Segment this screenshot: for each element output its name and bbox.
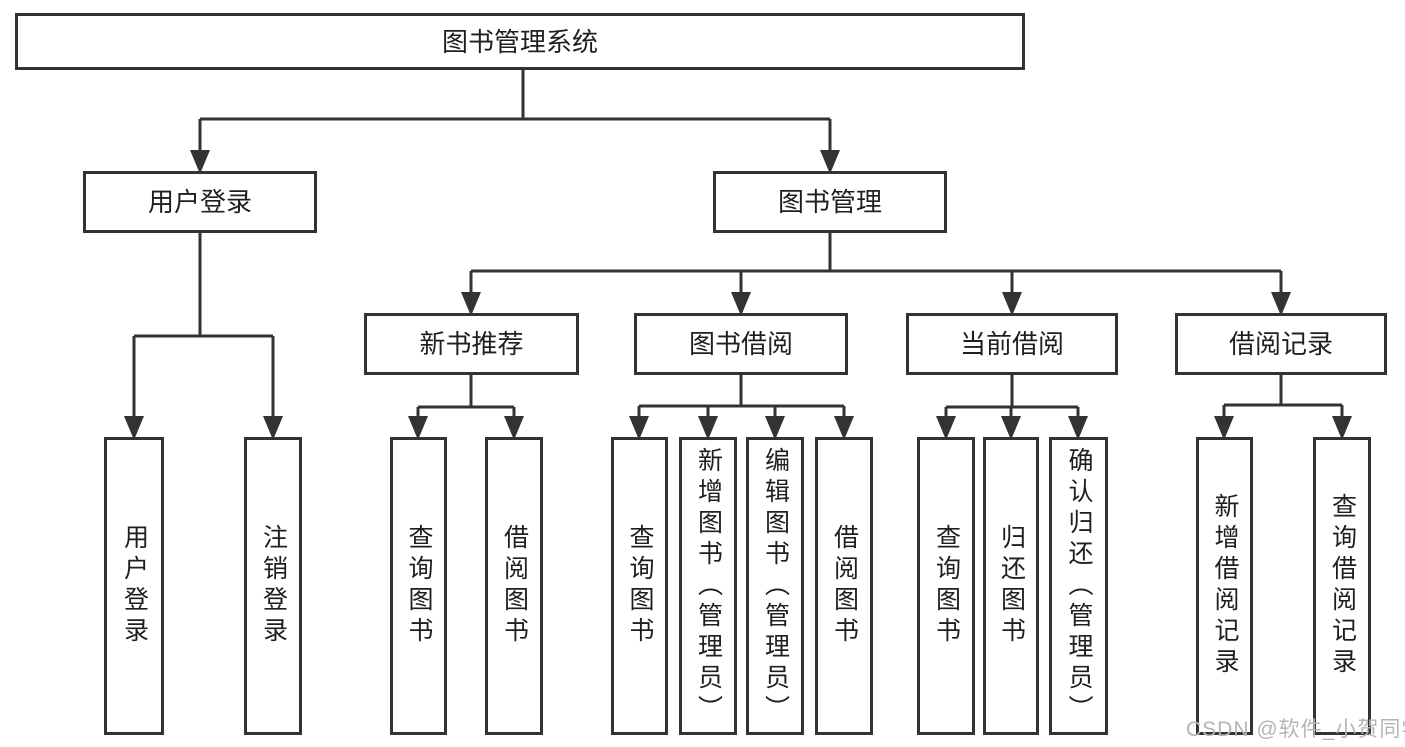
leaf-return-books-label: 归还图书 xyxy=(997,524,1026,648)
arrowhead xyxy=(1002,292,1022,316)
arrowhead xyxy=(1271,292,1291,316)
leaf-borrow-books-label: 借阅图书 xyxy=(830,524,859,648)
leaf-logout-label: 注销登录 xyxy=(259,524,288,648)
node-current-borrowing-label: 当前借阅 xyxy=(959,329,1064,359)
arrowhead xyxy=(408,416,428,440)
leaf-add-borrow-record-label: 新增借阅记录 xyxy=(1211,493,1239,679)
leaf-logout: 注销登录 xyxy=(244,437,302,735)
arrowhead xyxy=(263,416,283,440)
edge-borrowrecords-to-leaves xyxy=(1214,375,1352,440)
leaf-add-books-admin-label: 新增图书（管理员） xyxy=(694,446,723,726)
edge-userlogin-to-leaves xyxy=(124,233,283,440)
node-book-management-label: 图书管理 xyxy=(777,187,882,217)
edge-bookborrow-to-leaves xyxy=(629,375,854,440)
arrowhead xyxy=(461,292,481,316)
leaf-recommend-borrow-books: 借阅图书 xyxy=(485,437,543,735)
arrowhead xyxy=(936,416,956,440)
node-borrowing-records-label: 借阅记录 xyxy=(1228,329,1333,359)
edge-currentborrow-to-leaves xyxy=(936,375,1088,440)
arrowhead xyxy=(124,416,144,440)
arrowhead xyxy=(834,416,854,440)
node-new-book-recommendation-label: 新书推荐 xyxy=(419,329,524,359)
leaf-confirm-return-admin-label: 确认归还（管理员） xyxy=(1065,446,1093,726)
leaf-recommend-borrow-books-label: 借阅图书 xyxy=(500,524,529,648)
node-new-book-recommendation: 新书推荐 xyxy=(364,313,579,375)
arrowhead xyxy=(731,292,751,316)
arrowhead xyxy=(1068,416,1088,440)
leaf-edit-books-admin: 编辑图书（管理员） xyxy=(746,437,804,735)
leaf-current-query-books: 查询图书 xyxy=(917,437,975,735)
node-root-label: 图书管理系统 xyxy=(441,26,598,57)
leaf-add-borrow-record: 新增借阅记录 xyxy=(1196,437,1253,735)
node-user-login-label: 用户登录 xyxy=(147,187,252,217)
arrowhead xyxy=(190,150,210,174)
node-current-borrowing: 当前借阅 xyxy=(906,313,1118,375)
arrowhead xyxy=(1332,416,1352,440)
edge-newbookrec-to-leaves xyxy=(408,375,524,440)
arrowhead xyxy=(820,150,840,174)
node-root: 图书管理系统 xyxy=(15,13,1025,70)
node-book-borrowing: 图书借阅 xyxy=(634,313,848,375)
leaf-recommend-query-books: 查询图书 xyxy=(390,437,447,735)
node-book-borrowing-label: 图书借阅 xyxy=(688,329,793,359)
leaf-confirm-return-admin: 确认归还（管理员） xyxy=(1049,437,1108,735)
leaf-user-login: 用户登录 xyxy=(104,437,164,735)
leaf-borrow-query-books: 查询图书 xyxy=(611,437,668,735)
arrowhead xyxy=(698,416,718,440)
node-borrowing-records: 借阅记录 xyxy=(1175,313,1387,375)
leaf-edit-books-admin-label: 编辑图书（管理员） xyxy=(761,446,790,726)
leaf-user-login-label: 用户登录 xyxy=(120,524,149,648)
leaf-add-books-admin: 新增图书（管理员） xyxy=(679,437,737,735)
arrowhead xyxy=(504,416,524,440)
leaf-query-borrow-record: 查询借阅记录 xyxy=(1313,437,1371,735)
arrowhead xyxy=(1214,416,1234,440)
watermark: CSDN @软件_小贺同学 xyxy=(1186,718,1405,741)
node-user-login: 用户登录 xyxy=(83,171,317,233)
edge-root-to-level2 xyxy=(190,70,840,174)
leaf-return-books: 归还图书 xyxy=(983,437,1039,735)
node-book-management: 图书管理 xyxy=(713,171,947,233)
leaf-recommend-query-books-label: 查询图书 xyxy=(405,524,433,648)
leaf-borrow-query-books-label: 查询图书 xyxy=(626,524,654,648)
arrowhead xyxy=(1001,416,1021,440)
arrowhead xyxy=(629,416,649,440)
leaf-borrow-books: 借阅图书 xyxy=(815,437,873,735)
leaf-query-borrow-record-label: 查询借阅记录 xyxy=(1328,493,1357,679)
arrowhead xyxy=(765,416,785,440)
leaf-current-query-books-label: 查询图书 xyxy=(932,524,961,648)
edge-bookmgmt-to-level3 xyxy=(461,233,1291,316)
